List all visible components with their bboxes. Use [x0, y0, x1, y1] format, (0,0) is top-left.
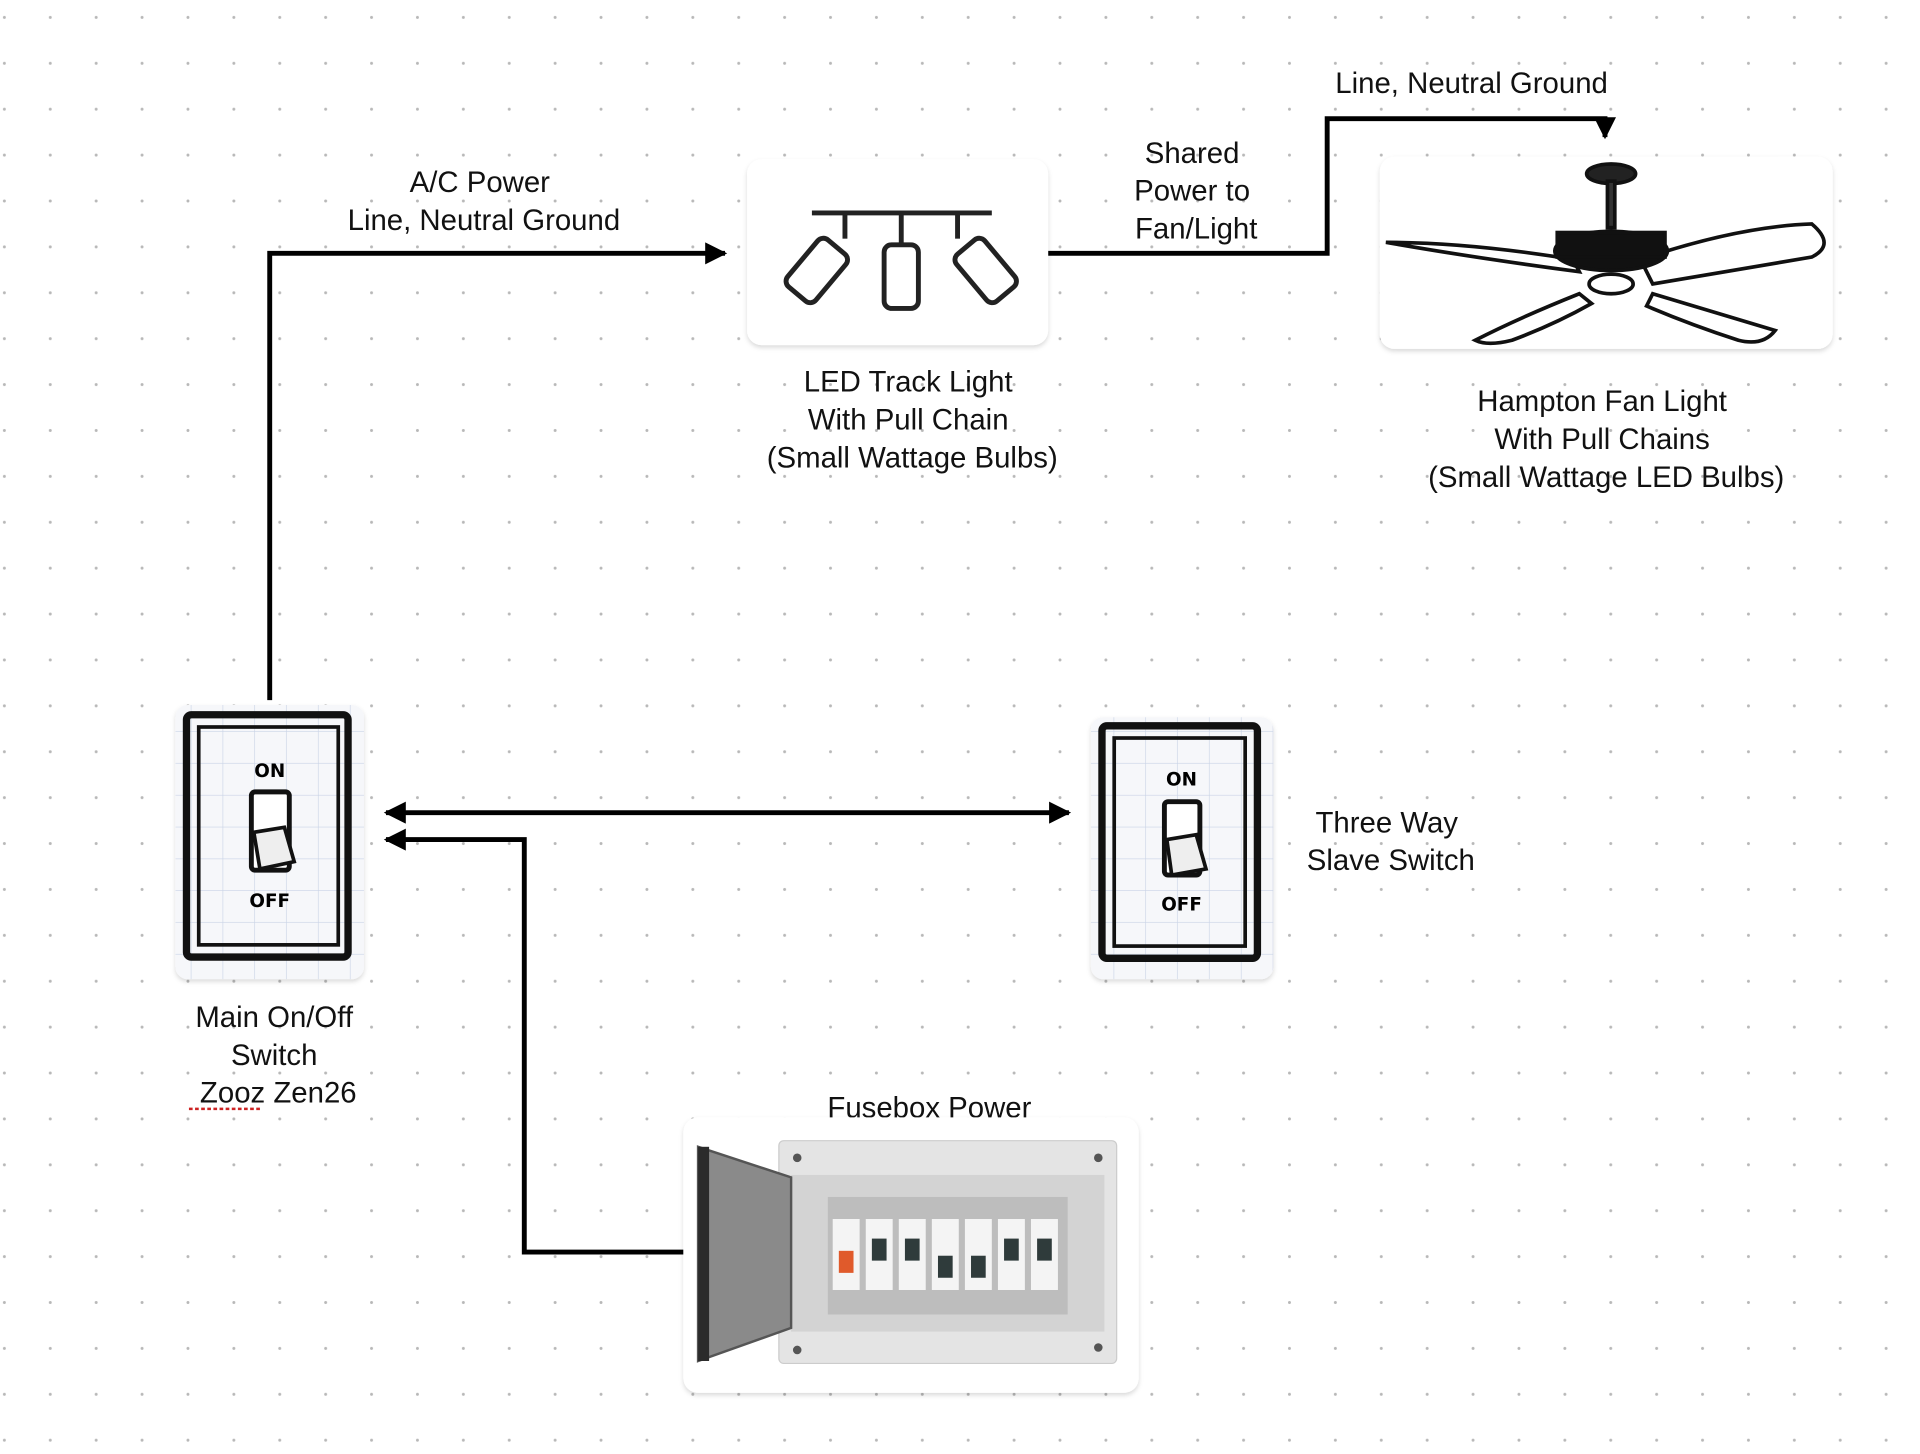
fan-light-label: Hampton Fan Light With Pull Chains (Smal…	[1428, 385, 1784, 494]
fan-feed-label: Line, Neutral Ground	[1335, 67, 1608, 100]
track-light-icon	[783, 210, 1019, 311]
wire-ac-power[interactable]	[267, 242, 728, 701]
slave-switch-node[interactable]: ON OFF	[1090, 717, 1274, 980]
off-label: OFF	[1161, 895, 1202, 916]
fan-light-node[interactable]	[1379, 156, 1833, 349]
light-switch-icon	[182, 711, 352, 961]
fusebox-icon	[696, 1140, 1118, 1365]
slave-switch-label: Three Way Slave Switch	[1307, 806, 1475, 877]
on-label: ON	[1166, 770, 1197, 791]
track-light-node[interactable]	[747, 159, 1049, 346]
off-label: OFF	[249, 891, 290, 912]
wire-fan-feed[interactable]	[1048, 116, 1617, 256]
fusebox-node[interactable]	[683, 1117, 1139, 1393]
on-label: ON	[254, 761, 285, 782]
wire-fusebox[interactable]	[383, 828, 684, 1255]
ac-power-label: A/C Power Line, Neutral Ground	[348, 166, 621, 237]
main-switch-node[interactable]: ON OFF	[175, 704, 364, 980]
main-switch-label: Main On/Off Switch Zooz Zen26	[195, 1001, 361, 1110]
ceiling-fan-icon	[1385, 162, 1826, 346]
light-switch-icon	[1098, 722, 1262, 962]
shared-power-label: Shared Power to Fan/Light	[1134, 137, 1258, 246]
track-light-label: LED Track Light With Pull Chain (Small W…	[767, 366, 1058, 475]
